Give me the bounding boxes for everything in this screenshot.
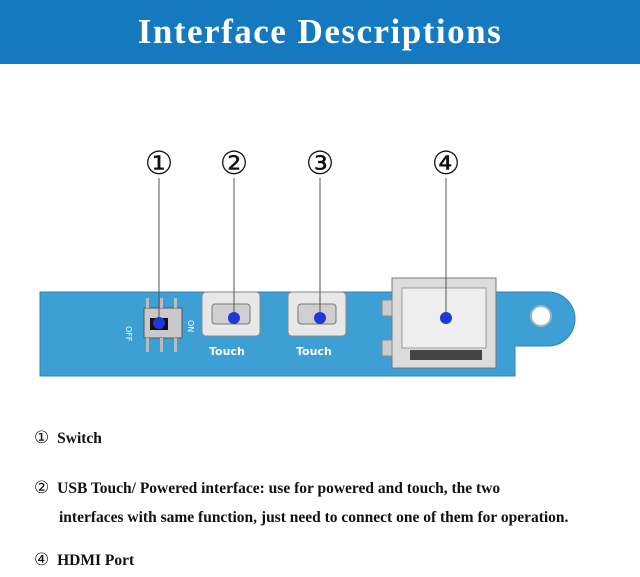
marker-dot-4: [440, 312, 452, 324]
legend-text-4: HDMI Port: [57, 552, 135, 569]
header-banner: Interface Descriptions: [0, 0, 640, 64]
touch-label-1: Touch: [209, 345, 245, 358]
callout-3: ③: [306, 144, 335, 182]
page-title: Interface Descriptions: [137, 12, 503, 51]
legend-item-hdmi: ④ HDMI Port: [34, 550, 134, 571]
legend-text-1: Switch: [57, 430, 102, 447]
switch-label-on: ON: [186, 320, 195, 332]
touch-label-2: Touch: [296, 345, 332, 358]
legend-text-2: USB Touch/ Powered interface: use for po…: [57, 480, 501, 497]
switch-label-off: OFF: [124, 326, 133, 342]
marker-dot-1: [153, 317, 165, 329]
board-diagram: OFF ON Touch Touch ① ② ③ ④: [39, 144, 576, 377]
callout-2: ②: [220, 144, 249, 182]
hdmi-port: [381, 277, 497, 369]
mounting-hole: [530, 305, 552, 327]
legend-num-4: ④: [34, 550, 50, 570]
legend-item-switch: ① Switch: [34, 428, 102, 449]
legend-item-usb: ② USB Touch/ Powered interface: use for …: [34, 478, 500, 499]
usb-port-2: Touch: [287, 291, 347, 358]
marker-dot-2: [228, 312, 240, 324]
callout-4: ④: [432, 144, 461, 182]
legend-num-2: ②: [34, 478, 50, 498]
legend-text-2-cont: interfaces with same function, just need…: [59, 509, 569, 526]
legend-num-1: ①: [34, 428, 50, 448]
marker-dot-3: [314, 312, 326, 324]
callout-1: ①: [145, 144, 174, 182]
